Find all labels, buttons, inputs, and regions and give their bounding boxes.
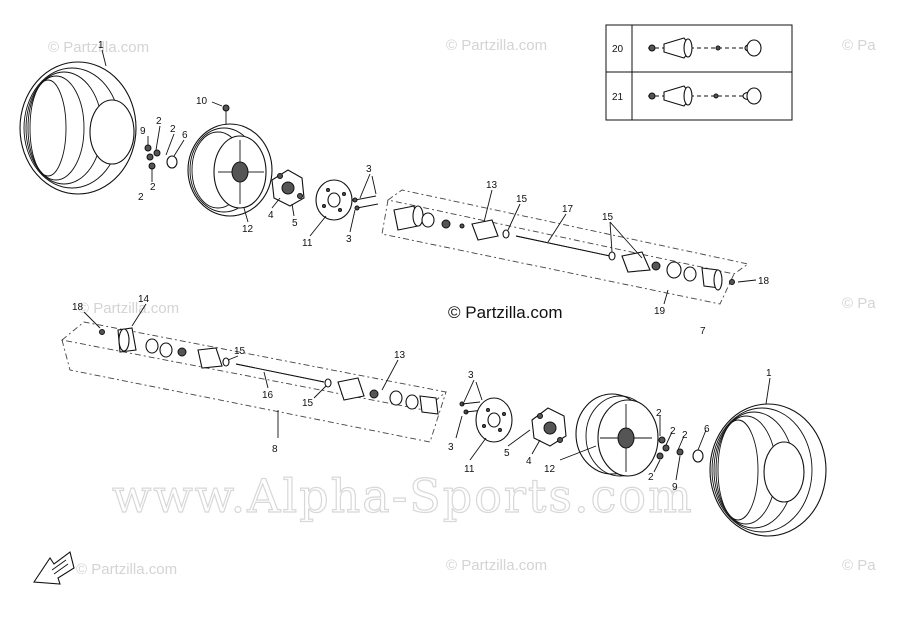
valve-stem-icon [222, 104, 230, 124]
callout: 12 [544, 464, 556, 475]
callout: 1 [98, 40, 104, 51]
tire-icon [19, 61, 137, 195]
inset-ref-21: 21 [612, 92, 624, 103]
hub-icon [271, 169, 305, 207]
partzilla-credit: © Partzilla.com [448, 303, 563, 322]
callout: 6 [182, 130, 188, 141]
callout: 13 [394, 350, 406, 361]
watermark-partzilla: © Partzilla.com [48, 39, 149, 56]
lug-nut-icon [144, 144, 178, 170]
cv-boot-icon [621, 251, 735, 291]
axle-outline [381, 189, 750, 305]
cv-boot-icon [337, 377, 439, 415]
callout: 19 [654, 306, 666, 317]
brake-disc-icon [315, 179, 353, 221]
callout: 7 [700, 326, 706, 337]
callout: 14 [138, 294, 150, 305]
callout: 15 [234, 346, 246, 357]
watermark-partzilla: © Partzilla.com [446, 557, 547, 574]
lower-assembly: 18 14 15 16 15 13 8 3 3 11 4 5 12 2 2 2 … [33, 294, 827, 585]
callout: 6 [704, 424, 710, 435]
rim-icon [575, 393, 659, 477]
inset-ref-20: 20 [612, 44, 624, 55]
boot-kit-21-icon [648, 85, 762, 107]
callout: 2 [170, 124, 176, 135]
cv-joint-icon [393, 205, 510, 241]
callout: 5 [504, 448, 510, 459]
watermark-partzilla: © Partzilla.com [446, 37, 547, 54]
callout: 17 [562, 204, 574, 215]
leader-lines [83, 303, 771, 481]
callout: 8 [272, 444, 278, 455]
callout: 9 [140, 126, 146, 137]
boot-kit-20-icon [648, 37, 762, 59]
callout: 2 [150, 182, 156, 193]
callout: 11 [302, 238, 313, 249]
watermark-alpha-sports: www.Alpha-Sports.com [112, 469, 694, 523]
callout: 4 [526, 456, 532, 467]
tire-icon [709, 403, 827, 537]
callout: 15 [602, 212, 614, 223]
callout: 2 [682, 430, 688, 441]
screw-icon [352, 195, 379, 211]
watermark-partzilla: © Partzilla.com [76, 561, 177, 578]
callout: 15 [516, 194, 528, 205]
lug-nut-icon [656, 436, 704, 463]
callout: 1 [766, 368, 772, 379]
leader-lines [101, 49, 757, 305]
callout: 3 [366, 164, 372, 175]
watermark-layer: © Partzilla.com © Partzilla.com © Pa © P… [48, 37, 876, 578]
inset-table: 20 21 [605, 24, 793, 121]
hub-icon [531, 407, 567, 447]
callout: 9 [672, 482, 678, 493]
watermark-partzilla-cut: © Pa [842, 557, 876, 574]
callout: 2 [156, 116, 162, 127]
upper-assembly: 1 10 9 2 2 6 2 2 12 4 5 3 11 3 13 15 17 … [19, 40, 770, 337]
callout: 15 [302, 398, 314, 409]
callout: 5 [292, 218, 298, 229]
axle-shaft-icon [235, 363, 332, 388]
callout: 4 [268, 210, 274, 221]
axle-outline [60, 321, 448, 443]
axle-shaft-icon [515, 235, 616, 261]
watermark-partzilla-cut: © Pa [842, 37, 876, 54]
callout: 18 [72, 302, 84, 313]
brake-disc-icon [475, 397, 513, 443]
callout: 2 [648, 472, 654, 483]
callout: 11 [464, 464, 475, 475]
callout: 3 [346, 234, 352, 245]
callout: 2 [656, 408, 662, 419]
cv-joint-icon [99, 327, 230, 369]
watermark-partzilla: © Partzilla.com [78, 300, 179, 317]
callout: 18 [758, 276, 770, 287]
callout: 3 [448, 442, 454, 453]
callout: 2 [670, 426, 676, 437]
callout: 13 [486, 180, 498, 191]
callout: 16 [262, 390, 274, 401]
watermark-partzilla-cut: © Pa [842, 295, 876, 312]
callout: 3 [468, 370, 474, 381]
callout: 12 [242, 224, 254, 235]
callout: 2 [138, 192, 144, 203]
direction-arrow-icon [33, 551, 75, 585]
callout: 10 [196, 96, 208, 107]
rim-icon [187, 123, 273, 217]
